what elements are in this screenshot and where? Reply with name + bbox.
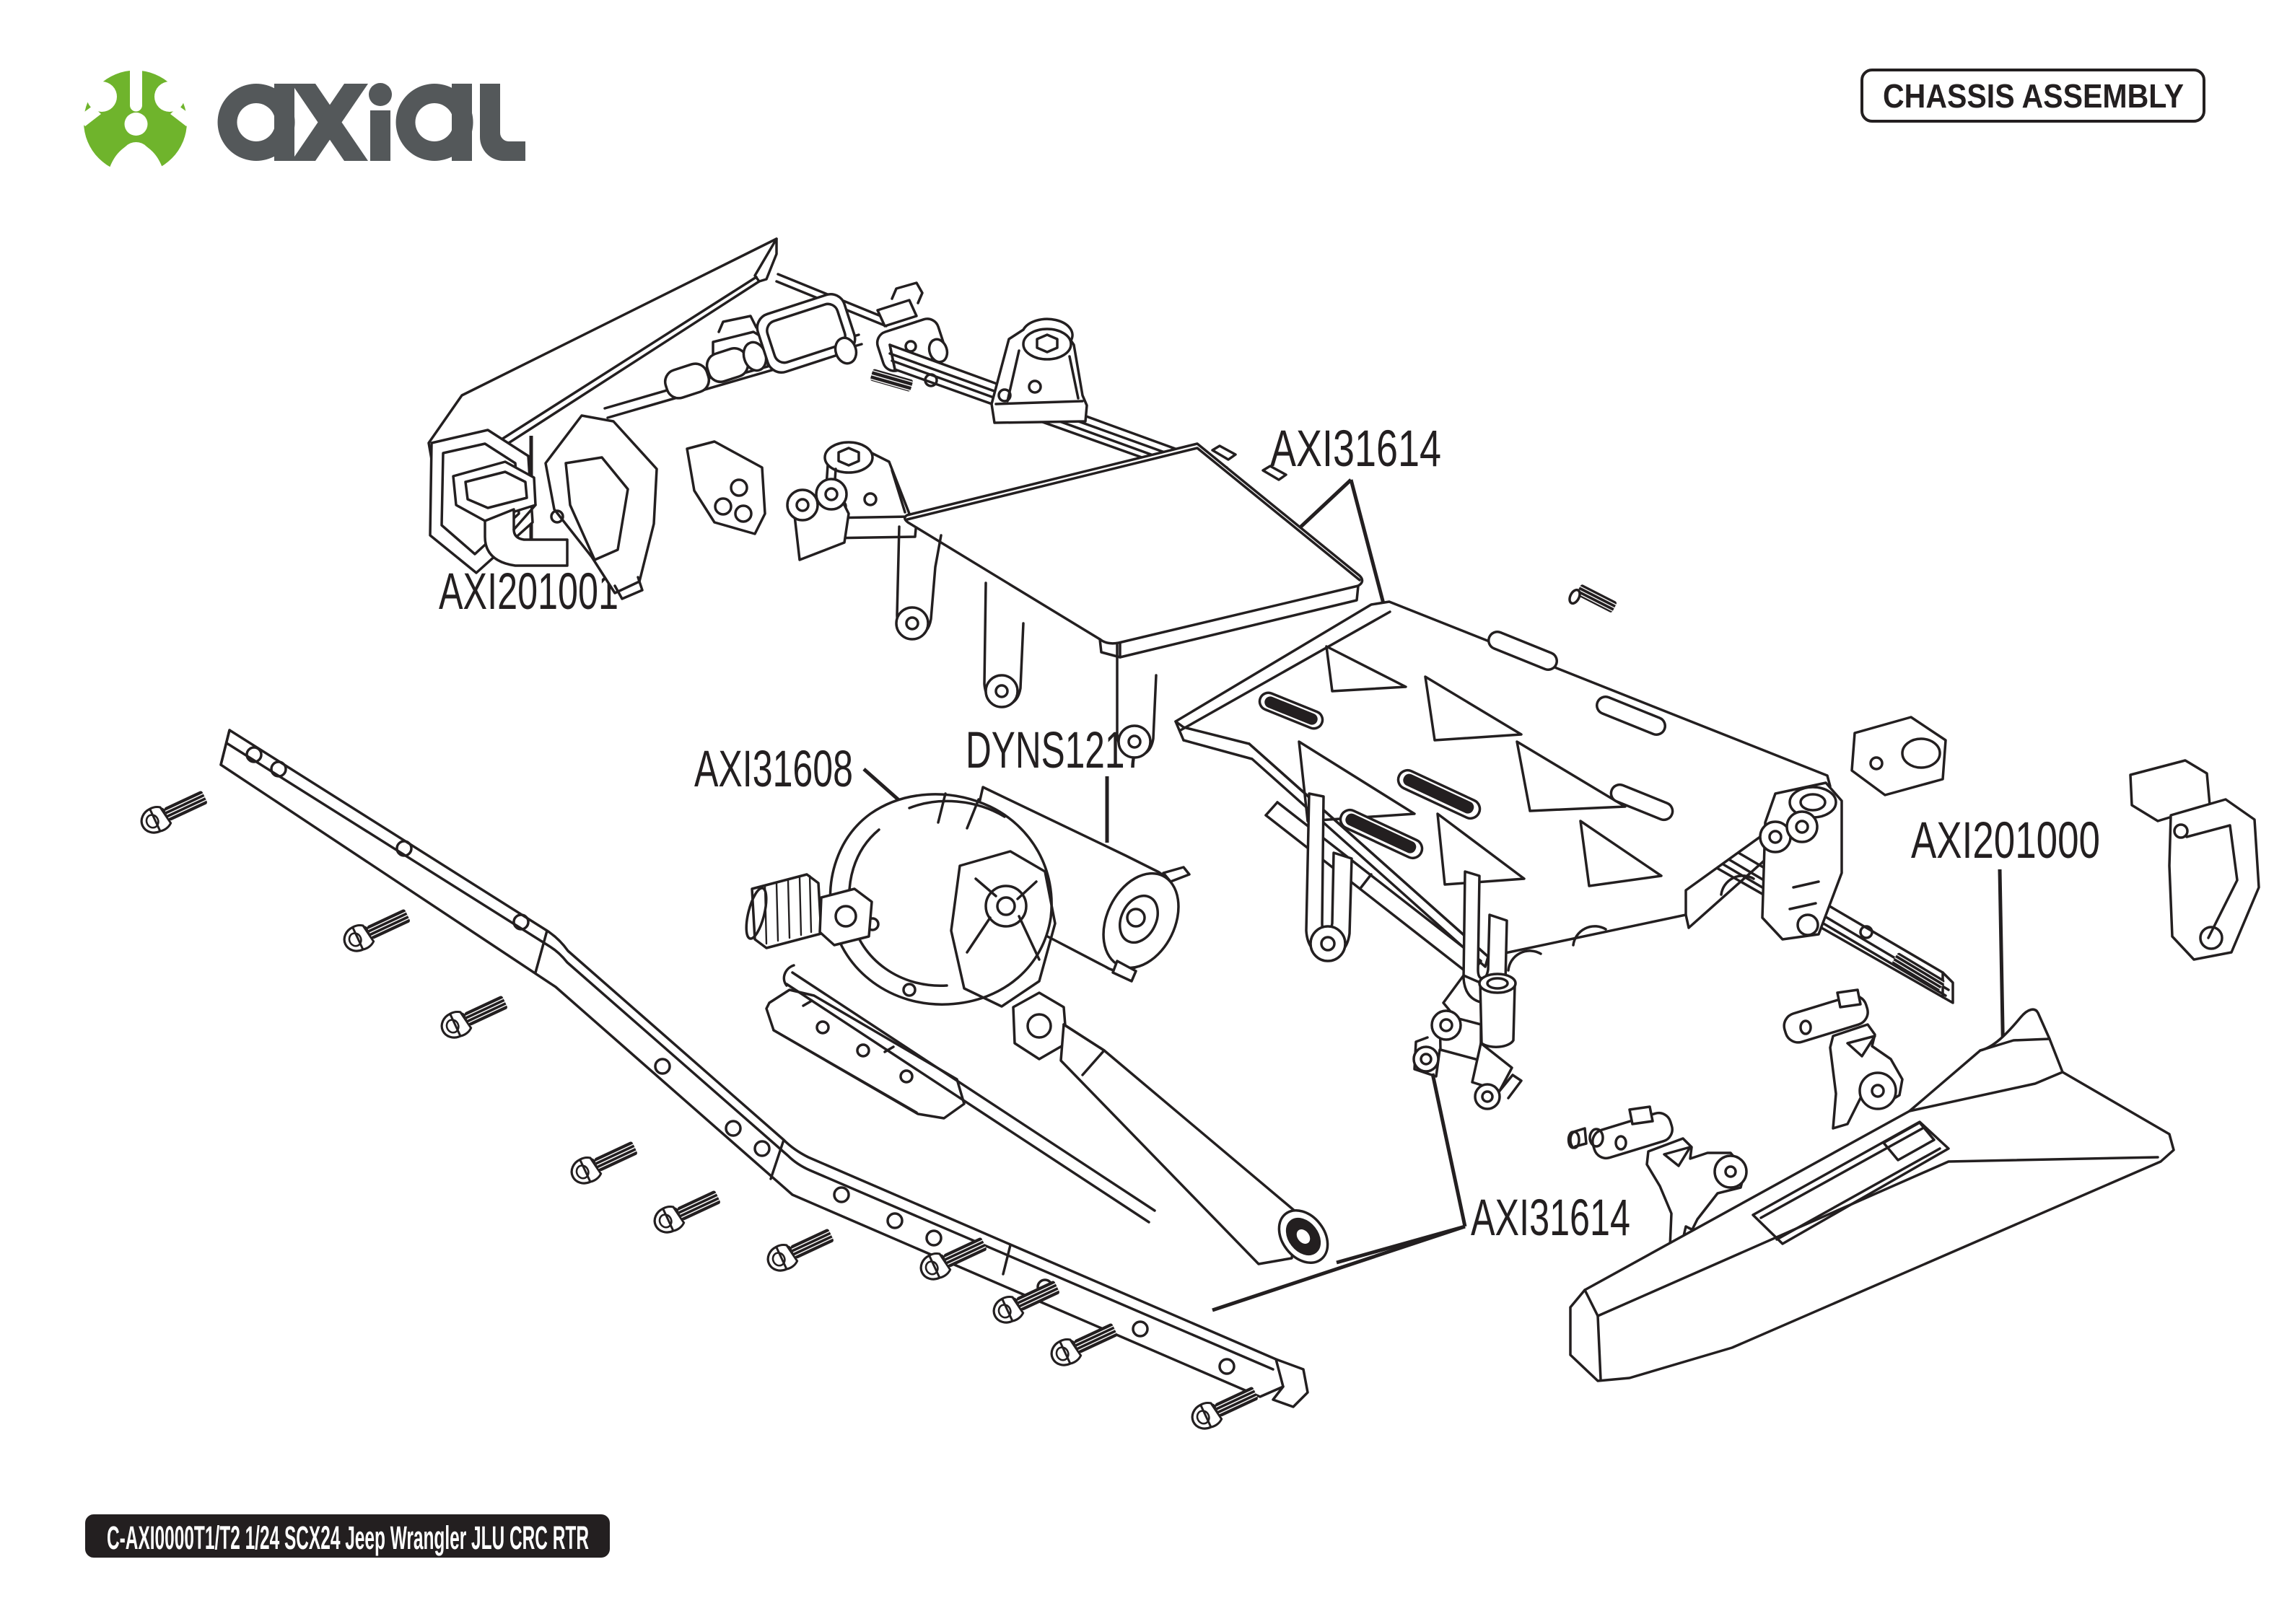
svg-text:DYNS1217: DYNS1217 (966, 722, 1145, 779)
svg-text:C-AXI0000T1/T2 1/24 SCX24 Jeep: C-AXI0000T1/T2 1/24 SCX24 Jeep Wrangler … (107, 1519, 589, 1556)
svg-text:AXI31614: AXI31614 (1270, 421, 1441, 478)
svg-text:AXI201001: AXI201001 (439, 563, 618, 620)
svg-text:AXI31608: AXI31608 (694, 741, 853, 798)
svg-text:AXI31614: AXI31614 (1471, 1190, 1630, 1247)
svg-text:AXI201000: AXI201000 (1911, 812, 2100, 869)
svg-text:CHASSIS ASSEMBLY: CHASSIS ASSEMBLY (1883, 77, 2184, 115)
